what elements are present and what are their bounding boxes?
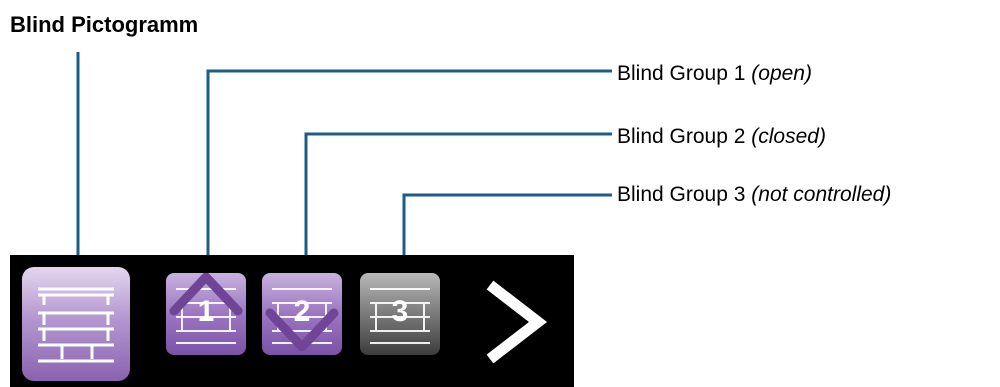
callout-group-1-label: Blind Group 1: [617, 62, 746, 85]
callout-group-2-label: Blind Group 2: [617, 125, 746, 148]
blind-group-2-number: 2: [293, 295, 311, 328]
callout-group-1: Blind Group 1 (open): [617, 62, 812, 86]
leader-line-group-3: [402, 193, 612, 280]
leader-line-group-2: [304, 132, 612, 280]
callout-group-3-state: (not controlled): [751, 183, 892, 206]
callout-group-1-state: (open): [751, 62, 812, 85]
callout-group-2: Blind Group 2 (closed): [617, 125, 826, 149]
blind-group-3-number: 3: [391, 295, 409, 328]
callout-group-3-label: Blind Group 3: [617, 183, 746, 206]
blind-control-bar: 1 2: [10, 255, 574, 387]
blind-group-1-number: 1: [197, 295, 215, 328]
arrow-up-icon: [169, 273, 243, 316]
blind-group-2-icon: [265, 288, 339, 352]
arrow-down-icon: [265, 308, 339, 352]
chevron-right-icon[interactable]: [480, 277, 550, 367]
blind-group-3-icon: [370, 288, 430, 344]
blind-pictogram-tile[interactable]: [22, 267, 130, 381]
blind-group-3-tile[interactable]: 3: [360, 273, 440, 355]
blind-pictogram-icon: [38, 287, 114, 363]
callout-group-2-state: (closed): [751, 125, 826, 148]
blind-group-2-tile[interactable]: 2: [262, 273, 342, 355]
diagram-title: Blind Pictogramm: [10, 12, 199, 37]
blind-group-1-tile[interactable]: 1: [166, 273, 246, 355]
leader-line-group-1: [206, 69, 612, 280]
callout-group-3: Blind Group 3 (not controlled): [617, 183, 891, 207]
blind-group-1-icon: [169, 273, 243, 344]
